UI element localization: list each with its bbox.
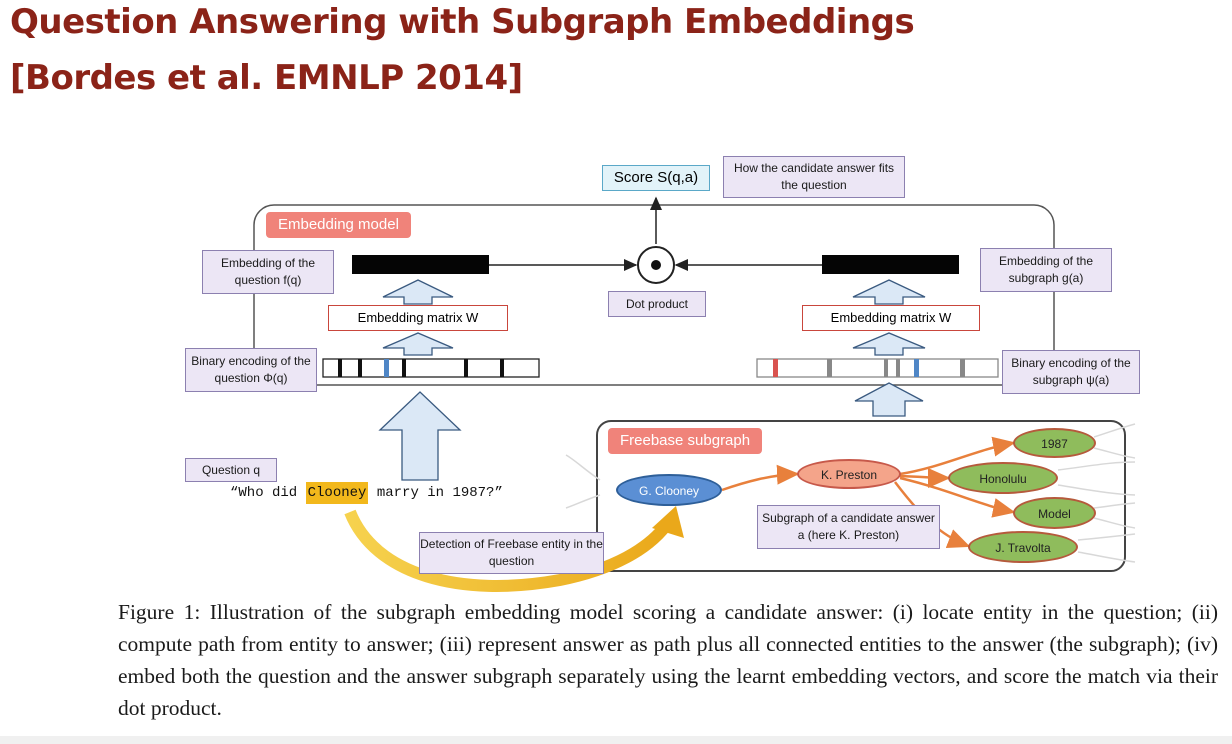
left-middle-block-arrow (382, 332, 454, 356)
subgraph-embedding-label: Embedding of the subgraph g(a) (980, 248, 1112, 292)
node-honolulu: Honolulu (948, 462, 1058, 494)
slide-title-line1: Question Answering with Subgraph Embeddi… (10, 2, 915, 42)
freebase-subgraph-pill: Freebase subgraph (608, 428, 763, 454)
detection-arrow-head (652, 506, 684, 538)
right-embedding-matrix: Embedding matrix W (802, 305, 980, 331)
question-text: “Who did Clooney marry in 1987?” (230, 482, 503, 504)
faint-edges (565, 423, 1136, 563)
slide-title-line2: [Bordes et al. EMNLP 2014] (10, 58, 523, 98)
question-embedding-vector (352, 255, 489, 274)
question-binary-label: Binary encoding of the question Φ(q) (185, 348, 317, 392)
subgraph-embedding-vector (822, 255, 959, 274)
left-big-block-arrow (378, 391, 462, 481)
score-note: How the candidate answer fits the questi… (723, 156, 905, 198)
edge-clooney-preston (721, 464, 800, 492)
question-text-pre: “Who did (230, 485, 306, 501)
question-binary-vector (322, 358, 540, 378)
node-j-travolta: J. Travolta (968, 531, 1078, 563)
dot-product-label: Dot product (608, 291, 706, 317)
left-embedding-matrix: Embedding matrix W (328, 305, 508, 331)
candidate-answer-note: Subgraph of a candidate answer a (here K… (757, 505, 940, 549)
edge-preston-1987 (899, 436, 1016, 476)
detection-note: Detection of Freebase entity in the ques… (419, 532, 604, 574)
node-1987: 1987 (1013, 428, 1096, 458)
node-k-preston: K. Preston (797, 459, 901, 489)
question-text-post: marry in 1987?” (368, 485, 503, 501)
figure-caption: Figure 1: Illustration of the subgraph e… (118, 600, 1218, 720)
node-model: Model (1013, 497, 1096, 529)
diagram-canvas (253, 196, 1136, 592)
embedding-model-pill: Embedding model (266, 212, 411, 238)
right-middle-block-arrow (852, 332, 926, 356)
left-upper-block-arrow (382, 279, 454, 305)
subgraph-binary-label: Binary encoding of the subgraph ψ(a) (1002, 350, 1140, 394)
right-lower-block-arrow (854, 382, 924, 417)
subgraph-binary-vector (756, 358, 999, 378)
edge-preston-model (899, 476, 1016, 518)
score-label: Score S(q,a) (602, 165, 710, 191)
right-upper-block-arrow (852, 279, 926, 305)
question-embedding-label: Embedding of the question f(q) (202, 250, 334, 294)
detection-arrow (344, 509, 675, 592)
question-q-label: Question q (185, 458, 277, 482)
question-entity-highlight: Clooney (305, 482, 369, 504)
node-g-clooney: G. Clooney (616, 474, 722, 506)
window-bottom-edge (0, 736, 1232, 744)
edge-preston-honolulu (899, 467, 951, 488)
